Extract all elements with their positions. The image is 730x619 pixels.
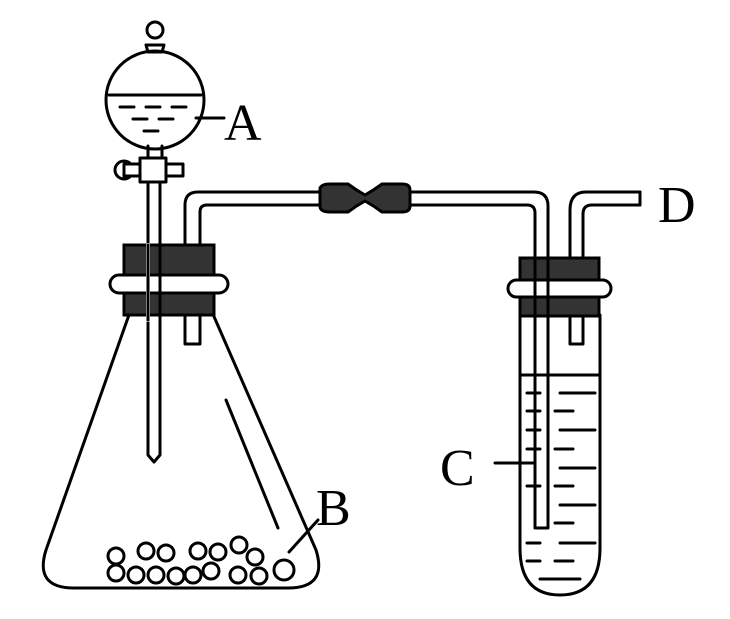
tube-stopper-top	[518, 256, 601, 282]
tube-stopper-bottom	[518, 295, 601, 318]
outlet-tube-inner	[581, 203, 642, 260]
label-d: D	[658, 177, 696, 234]
label-c: C	[440, 440, 475, 497]
funnel-stem	[146, 180, 162, 464]
rubber-tube-connector	[318, 182, 412, 214]
funnel-bulb	[104, 49, 206, 151]
leader-line-b	[287, 518, 320, 554]
flask-rim	[108, 273, 230, 295]
test-tube	[506, 190, 642, 597]
funnel-liquid-dashes	[118, 105, 188, 133]
delivery-tube-outer	[183, 190, 330, 247]
flask-outlet-stub	[183, 313, 202, 346]
delivery-tube-right-inner	[408, 203, 537, 260]
label-b: B	[316, 480, 351, 537]
flask-stopper-top	[122, 243, 216, 277]
test-tube-body	[518, 313, 602, 597]
stopcock-body	[138, 156, 168, 184]
conical-flask	[41, 243, 321, 590]
flask-glass-highlight	[224, 398, 280, 530]
outlet-tube-outer	[568, 190, 642, 260]
funnel-neck	[146, 144, 164, 160]
flask-stopper-bottom	[122, 291, 216, 317]
delivery-tube-right-outer	[408, 190, 550, 260]
outlet-tube-stub	[568, 314, 585, 346]
funnel-stopper-knob	[145, 20, 165, 40]
tube-rim	[506, 278, 613, 299]
delivery-tube	[183, 182, 550, 260]
flask-body	[41, 310, 321, 590]
solid-particles	[106, 535, 296, 586]
label-a: A	[224, 95, 262, 152]
tube-liquid-dashes	[525, 391, 597, 581]
delivery-tube-inner	[198, 203, 330, 247]
separatory-funnel	[104, 20, 206, 464]
